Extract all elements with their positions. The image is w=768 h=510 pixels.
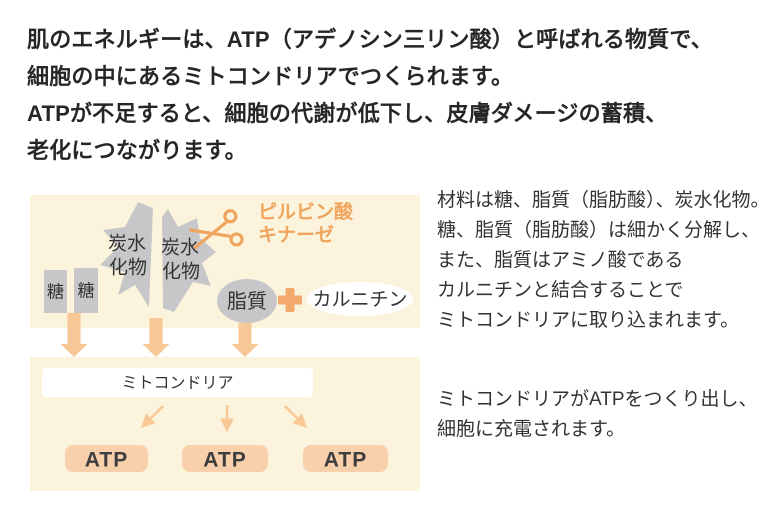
carb-left-label-line2: 化物: [109, 257, 147, 279]
carb-left-label-line1: 炭水: [108, 233, 146, 255]
side-par1-line-4: カルニチンと結合することで: [437, 280, 684, 301]
diagram-svg: 糖 糖 炭水 化物 炭水 化物 ピルビン酸 キナーゼ 脂質: [30, 195, 420, 491]
mitochondria-bar: [42, 368, 313, 397]
heading-line-3: ATPが不足すると、細胞の代謝が低下し、皮膚ダメージの蓄積、: [27, 101, 668, 126]
heading-line-1: 肌のエネルギーは、ATP（アデノシン三リン酸）と呼ばれる物質で、: [27, 27, 713, 52]
heading-text: 肌のエネルギーは、ATP（アデノシン三リン酸）と呼ばれる物質で、 細胞の中にある…: [27, 21, 713, 169]
side-paragraph-materials: 材料は糖、脂質（脂肪酸）、炭水化物。 糖、脂質（脂肪酸）は細かく分解し、 また、…: [437, 186, 768, 336]
sugar-label-2: 糖: [78, 282, 95, 301]
carbohydrate-star-left-half: [100, 202, 153, 307]
side-par1-line-1: 材料は糖、脂質（脂肪酸）、炭水化物。: [437, 190, 768, 211]
atp-box-1: [65, 445, 148, 472]
carb-right-label-line2: 化物: [162, 261, 200, 283]
heading-line-2: 細胞の中にあるミトコンドリアでつくられます。: [27, 64, 514, 89]
flow-arrow-carbohydrate: [142, 318, 170, 357]
atp-label-1: ATP: [85, 449, 128, 472]
flow-arrow-lipid: [231, 323, 259, 357]
atp-box-2: [182, 445, 268, 472]
flow-arrow-sugar: [60, 313, 88, 357]
enzyme-label-line2: キナーゼ: [258, 223, 334, 246]
carbohydrate-star-right-half: [162, 209, 216, 312]
side-par1-line-2: 糖、脂質（脂肪酸）は細かく分解し、: [437, 220, 761, 241]
mitochondria-label: ミトコンドリア: [121, 375, 233, 392]
carb-right-label-line1: 炭水: [161, 237, 199, 259]
side-paragraph-atp-output: ミトコンドリアがATPをつくり出し、 細胞に充電されます。: [437, 385, 758, 445]
atp-label-2: ATP: [203, 449, 246, 472]
plus-icon: [278, 288, 302, 312]
atp-production-diagram: 糖 糖 炭水 化物 炭水 化物 ピルビン酸 キナーゼ 脂質: [30, 195, 420, 491]
atp-box-3: [303, 445, 388, 472]
sugar-box-2: [74, 268, 98, 313]
side-par2-line-2: 細胞に充電されます。: [437, 419, 626, 440]
output-arrow-right: [284, 405, 307, 428]
side-par1-line-5: ミトコンドリアに取り込まれます。: [437, 310, 740, 331]
side-par1-line-3: また、脂質はアミノ酸である: [437, 250, 684, 271]
enzyme-label-line1: ピルビン酸: [258, 200, 354, 223]
lipid-label: 脂質: [227, 290, 267, 313]
side-par2-line-1: ミトコンドリアがATPをつくり出し、: [437, 389, 758, 410]
sugar-label-1: 糖: [47, 283, 64, 302]
carnitine-label: カルニチン: [312, 290, 407, 311]
scissors-icon: [188, 209, 244, 250]
atp-label-3: ATP: [324, 449, 367, 472]
sugar-box-1: [44, 270, 67, 313]
heading-line-4: 老化につながります。: [27, 138, 247, 163]
carnitine-ellipse: [307, 282, 413, 316]
lipid-ellipse: [217, 279, 277, 323]
output-arrow-left: [141, 405, 164, 428]
